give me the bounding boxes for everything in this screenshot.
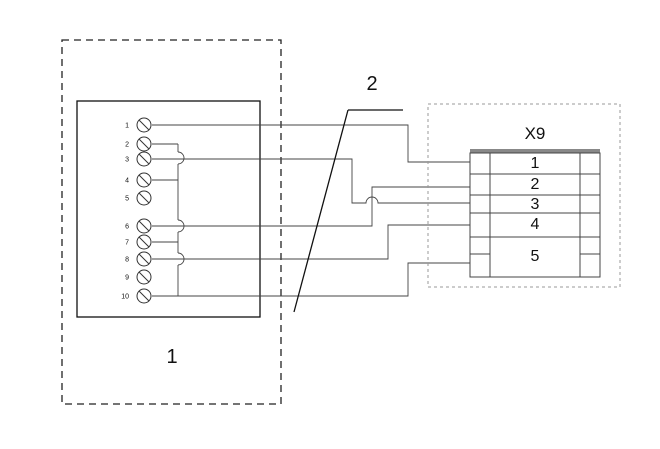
connector-title: X9 [525,124,546,143]
terminal-10: 10 [121,288,152,304]
terminal-label: 6 [125,224,129,231]
wire-3 [152,158,470,204]
terminal-strip: 1 2 3 4 5 6 7 8 9 10 [121,117,152,304]
wire-1 [152,124,470,163]
terminal-label: 1 [125,123,129,130]
terminal-label: 10 [121,294,129,301]
screw-slot [138,271,150,283]
wire-6 [152,186,470,227]
terminal-4: 4 [125,172,152,188]
terminal-label: 3 [125,157,129,164]
wire-8 [152,224,470,260]
connector-pin-1: 1 [531,155,540,172]
device-enclosure [61,39,282,405]
screw-slot [138,174,150,186]
terminal-label: 8 [125,257,129,264]
connector-pin-5: 5 [531,248,540,265]
cable-label: 2 [366,73,377,95]
wire-10 [152,262,470,297]
screw-slot [138,138,150,150]
terminal-block [76,100,261,318]
screw-slot [138,192,150,204]
connector-pin-3: 3 [531,196,540,213]
terminal-1: 1 [125,117,152,133]
device-label: 1 [166,346,177,368]
terminal-label: 5 [125,196,129,203]
connector-housing [427,103,621,288]
terminal-8: 8 [125,251,152,267]
screw-slot [138,153,150,165]
screw-slot [138,236,150,248]
cable-wires [152,124,470,297]
screw-slot [138,290,150,302]
connector-pin-4: 4 [531,216,540,233]
terminal-label: 7 [125,240,129,247]
terminal-9: 9 [125,269,152,285]
terminal-2: 2 [125,136,152,152]
connector-pins: 1 2 3 4 5 [531,155,540,265]
screw-slot [138,220,150,232]
internal-bus [152,143,185,297]
cable-marker-line [293,109,349,313]
terminal-label: 9 [125,275,129,282]
terminal-3: 3 [125,151,152,167]
screw-slot [138,119,150,131]
terminal-5: 5 [125,190,152,206]
terminal-7: 7 [125,234,152,250]
terminal-label: 4 [125,178,129,185]
terminal-label: 2 [125,142,129,149]
terminal-6: 6 [125,218,152,234]
connector-body [469,149,601,278]
connector-pin-2: 2 [531,176,540,193]
screw-slot [138,253,150,265]
